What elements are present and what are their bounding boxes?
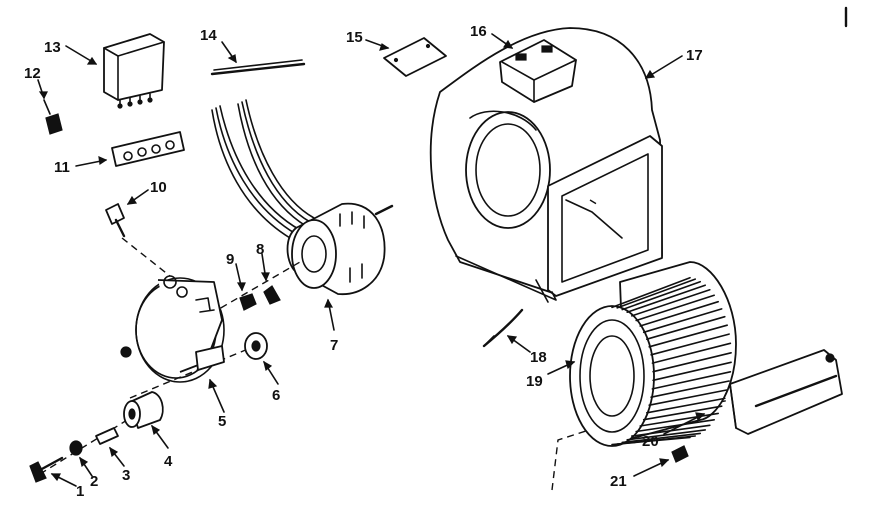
- callout-6: 6: [272, 387, 280, 404]
- part-4-bushing: [123, 391, 164, 429]
- callout-1: 1: [76, 483, 84, 500]
- callout-15: 15: [346, 29, 363, 46]
- wheel-blade: [616, 278, 697, 309]
- callout-5: 5: [218, 413, 226, 430]
- assembly-line: [199, 261, 301, 321]
- callout-9: 9: [226, 251, 234, 268]
- assembly-line: [121, 237, 171, 277]
- callout-11: 11: [54, 159, 70, 176]
- part-13-relay: [103, 33, 165, 109]
- part-20-cutoff-plate: [729, 349, 843, 435]
- part-2-lock-washer: [69, 440, 83, 456]
- part-12-screw: [43, 99, 63, 135]
- callout-16: 16: [470, 23, 487, 40]
- part-1-screw: [29, 456, 64, 483]
- callout-7: 7: [330, 337, 338, 354]
- wheel-blade: [621, 432, 702, 444]
- wheel-blade: [639, 300, 720, 327]
- part-10-bolt: [105, 203, 126, 238]
- callout-18: 18: [530, 349, 547, 366]
- wheel-blade: [635, 418, 716, 433]
- callout-21: 21: [610, 473, 627, 490]
- callout-8: 8: [256, 241, 264, 258]
- part-3-pin: [95, 427, 119, 445]
- callout-4: 4: [164, 453, 173, 470]
- part-17-blower-housing: [429, 27, 663, 303]
- assembly-line: [39, 411, 141, 475]
- wheel-blade: [639, 412, 720, 427]
- wheel-blade: [611, 436, 691, 446]
- part-5-mounting-band: [120, 275, 225, 383]
- wheel-blade: [648, 324, 729, 348]
- part-21-screw: [671, 445, 689, 463]
- part-11-terminal-strip: [111, 131, 185, 167]
- wheel-blade: [626, 284, 707, 314]
- callout-12: 12: [24, 65, 41, 82]
- part-9-nut: [239, 293, 257, 311]
- part-19-blower-wheel: [569, 261, 737, 447]
- wheel-blade: [642, 405, 723, 421]
- callout-3: 3: [122, 467, 130, 484]
- assembly-line: [589, 199, 601, 207]
- wheel-blade: [621, 280, 702, 311]
- callout-19: 19: [526, 373, 543, 390]
- part-14-rod: [210, 59, 306, 76]
- wheel-blade: [652, 351, 732, 373]
- wheel-blade: [626, 429, 707, 441]
- callout-13: 13: [44, 39, 61, 56]
- part-7-motor: [211, 99, 394, 295]
- wheel-blade: [651, 370, 732, 390]
- callout-2: 2: [90, 473, 98, 490]
- callout-14: 14: [200, 27, 217, 44]
- part-6-washer: [244, 332, 268, 360]
- part-18-spring-clip: [482, 308, 524, 348]
- wheel-blade: [652, 361, 732, 382]
- wheel-blade: [630, 288, 711, 317]
- leader-lines: [37, 33, 706, 487]
- wheel-blade: [635, 294, 716, 322]
- wheel-blade: [650, 333, 730, 356]
- wheel-blade: [648, 389, 729, 407]
- wheel-blades: [611, 276, 732, 446]
- wheel-blade: [642, 308, 723, 334]
- wheel-blade: [650, 380, 730, 399]
- wheel-blade: [645, 397, 726, 414]
- callout-17: 17: [686, 47, 703, 64]
- part-15-plate: [383, 37, 447, 77]
- callout-20: 20: [642, 433, 659, 450]
- wheel-blade: [651, 342, 732, 364]
- wheel-blade: [645, 315, 726, 341]
- part-8-clip: [263, 285, 281, 305]
- callout-10: 10: [150, 179, 167, 196]
- wheel-blade: [611, 276, 691, 309]
- part-16-bracket: [499, 39, 577, 103]
